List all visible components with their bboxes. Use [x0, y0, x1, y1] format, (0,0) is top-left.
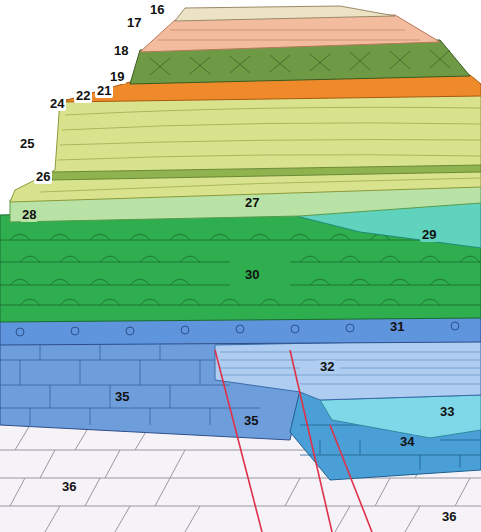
layer-number: 28 — [20, 208, 38, 222]
layer-number: 34 — [398, 435, 416, 449]
layer-number: 30 — [243, 268, 261, 282]
layer-36-texture — [0, 425, 481, 532]
layer-33 — [320, 395, 481, 438]
fault-lines — [215, 350, 372, 532]
layer-number: 32 — [318, 360, 336, 374]
layer-number: 35 — [242, 414, 260, 428]
layer-number: 36 — [60, 480, 78, 494]
layer-25 — [10, 90, 481, 202]
layer-35 — [0, 330, 481, 440]
layer-25-texture — [40, 107, 481, 192]
layer-36 — [0, 425, 481, 532]
layer-number: 19 — [108, 70, 126, 84]
layer-17-texture — [158, 30, 420, 40]
layer-number: 16 — [148, 3, 166, 17]
layer-number: 21 — [95, 84, 113, 98]
layer-32 — [215, 340, 481, 400]
layer-number: 18 — [112, 44, 130, 58]
layer-number: 24 — [48, 97, 66, 111]
layer-number: 29 — [420, 228, 438, 242]
layer-number: 35 — [113, 390, 131, 404]
layer-26 — [50, 165, 481, 180]
layer-number: 26 — [34, 170, 52, 184]
layer-number: 25 — [18, 137, 36, 151]
layer-number: 33 — [438, 405, 456, 419]
layer-16 — [175, 6, 395, 21]
layer-30-texture — [0, 234, 481, 305]
layer-32-texture — [220, 352, 481, 384]
layer-number: 22 — [74, 89, 92, 103]
layer-number: 27 — [243, 196, 261, 210]
layer-18-texture — [150, 50, 450, 75]
layer-number: 31 — [388, 320, 406, 334]
layer-number: 17 — [125, 16, 143, 30]
layer-number: 36 — [440, 510, 458, 524]
